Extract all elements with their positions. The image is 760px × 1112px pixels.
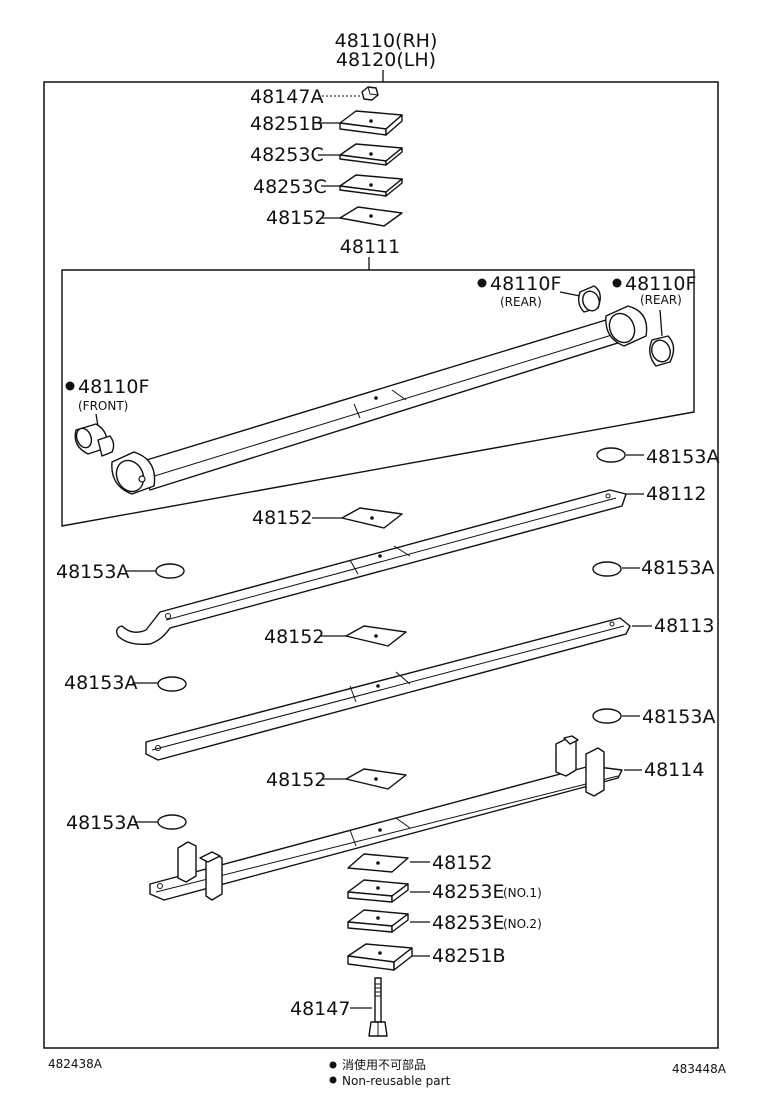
label-rear-2: (REAR): [640, 293, 682, 307]
label-48110f-rear-1: 48110F: [490, 273, 561, 295]
footer-note-cn: 消使用不可部品: [342, 1057, 426, 1072]
label-48153a-5: 48153A: [642, 706, 715, 728]
label-no1: (NO.1): [503, 886, 542, 900]
leader-line: [659, 309, 663, 337]
pad-48153a-4: [157, 676, 187, 692]
label-48114: 48114: [644, 759, 704, 781]
pad-48152-top: [339, 206, 403, 227]
label-48111: 48111: [340, 236, 400, 258]
rear-bushing-2: [649, 335, 675, 367]
label-48153a-1: 48153A: [646, 446, 719, 468]
label-rear-1: (REAR): [500, 295, 542, 309]
plate-48253c-1: [339, 143, 403, 166]
assembly-rh-label: 48110(RH): [335, 30, 438, 52]
label-48153a-6: 48153A: [66, 812, 139, 834]
label-48147: 48147: [290, 998, 350, 1020]
label-48152-top: 48152: [266, 207, 326, 229]
label-48147a: 48147A: [250, 86, 323, 108]
label-48110f-rear-2: 48110F: [625, 273, 696, 295]
label-no2: (NO.2): [503, 917, 542, 931]
label-48110f-front: 48110F: [78, 376, 149, 398]
non-reusable-dot: [477, 278, 487, 288]
pad-48152-3: [345, 625, 407, 647]
pad-48152-2: [341, 507, 403, 529]
footer-right-code: 483448A: [672, 1062, 727, 1076]
leader-line: [559, 291, 581, 297]
label-48253c-1: 48253C: [250, 144, 324, 166]
footer-note-en: Non-reusable part: [342, 1074, 451, 1088]
pad-48153a-2: [155, 563, 185, 579]
pad-48152-4: [345, 768, 407, 790]
rear-bushing-1: [577, 285, 601, 313]
footer-left-code: 482438A: [48, 1057, 103, 1071]
leaf-48114: [149, 735, 623, 901]
label-48152-3: 48152: [264, 626, 324, 648]
leaf-48113: [145, 617, 631, 761]
label-48253e-1: 48253E: [432, 881, 504, 903]
label-48152-5: 48152: [432, 852, 492, 874]
non-reusable-dot: [612, 278, 622, 288]
label-48152-2: 48152: [252, 507, 312, 529]
non-reusable-dot: [65, 381, 75, 391]
label-48113: 48113: [654, 615, 714, 637]
label-48253c-2: 48253C: [253, 176, 327, 198]
plate-48251b-top: [339, 110, 403, 136]
label-48153a-3: 48153A: [641, 557, 714, 579]
nut-48147a: [361, 86, 379, 101]
label-48152-4: 48152: [266, 769, 326, 791]
leaf-48112: [115, 489, 627, 646]
label-48112: 48112: [646, 483, 706, 505]
pad-48153a-1: [596, 447, 626, 463]
outer-frame: [43, 81, 719, 1049]
center-bolt-48147: [368, 977, 388, 1037]
non-reusable-dot: [329, 1076, 337, 1084]
label-front: (FRONT): [78, 399, 128, 413]
assembly-lh-label: 48120(LH): [336, 49, 436, 71]
label-48251b-top: 48251B: [250, 113, 323, 135]
plate-48253c-2: [339, 174, 403, 197]
plate-48253e-1: [347, 879, 409, 903]
pad-48153a-5: [592, 708, 622, 724]
main-leaf-48111: [111, 305, 648, 495]
label-48251b-bottom: 48251B: [432, 945, 505, 967]
non-reusable-dot: [329, 1061, 337, 1069]
plate-48251b-bottom: [347, 943, 413, 971]
front-bushing: [74, 423, 115, 457]
label-48153a-2: 48153A: [56, 561, 129, 583]
main-leaf-frame: [61, 269, 695, 527]
leader-line: [95, 413, 99, 427]
label-48253e-2: 48253E: [432, 912, 504, 934]
plate-48253e-2: [347, 909, 409, 933]
pad-48153a-3: [592, 561, 622, 577]
pad-48153a-6: [157, 814, 187, 830]
pad-48152-5: [347, 853, 409, 873]
label-48153a-4: 48153A: [64, 672, 137, 694]
